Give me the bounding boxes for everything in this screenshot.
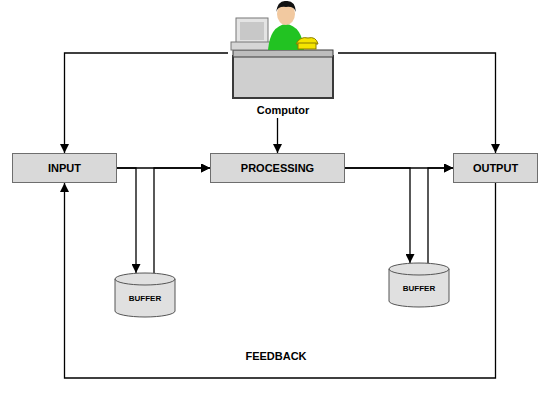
edge-label: FEEDBACK bbox=[243, 350, 308, 362]
buffer-cylinder: BUFFER bbox=[388, 262, 450, 308]
flow-arrow bbox=[428, 168, 453, 263]
node-label: PROCESSING bbox=[241, 162, 314, 174]
flow-arrow bbox=[345, 168, 410, 263]
buffer-cylinder: BUFFER bbox=[114, 272, 176, 318]
flow-arrow bbox=[65, 53, 229, 153]
node-label: BUFFER bbox=[403, 284, 435, 293]
node-label: Computor bbox=[257, 104, 310, 116]
flow-arrow bbox=[65, 183, 496, 378]
node-label: BUFFER bbox=[129, 294, 161, 303]
flow-arrow bbox=[277, 118, 278, 153]
flow-arrow bbox=[117, 168, 136, 273]
process-box: OUTPUT bbox=[453, 153, 538, 183]
node-label: OUTPUT bbox=[473, 162, 518, 174]
node-label: INPUT bbox=[48, 162, 81, 174]
process-box: INPUT bbox=[12, 153, 117, 183]
computer-illustration: Computor bbox=[228, 0, 338, 118]
process-box: PROCESSING bbox=[210, 153, 345, 183]
flow-arrow bbox=[154, 168, 210, 273]
computer-picture bbox=[228, 0, 338, 118]
flow-arrow bbox=[338, 53, 496, 153]
